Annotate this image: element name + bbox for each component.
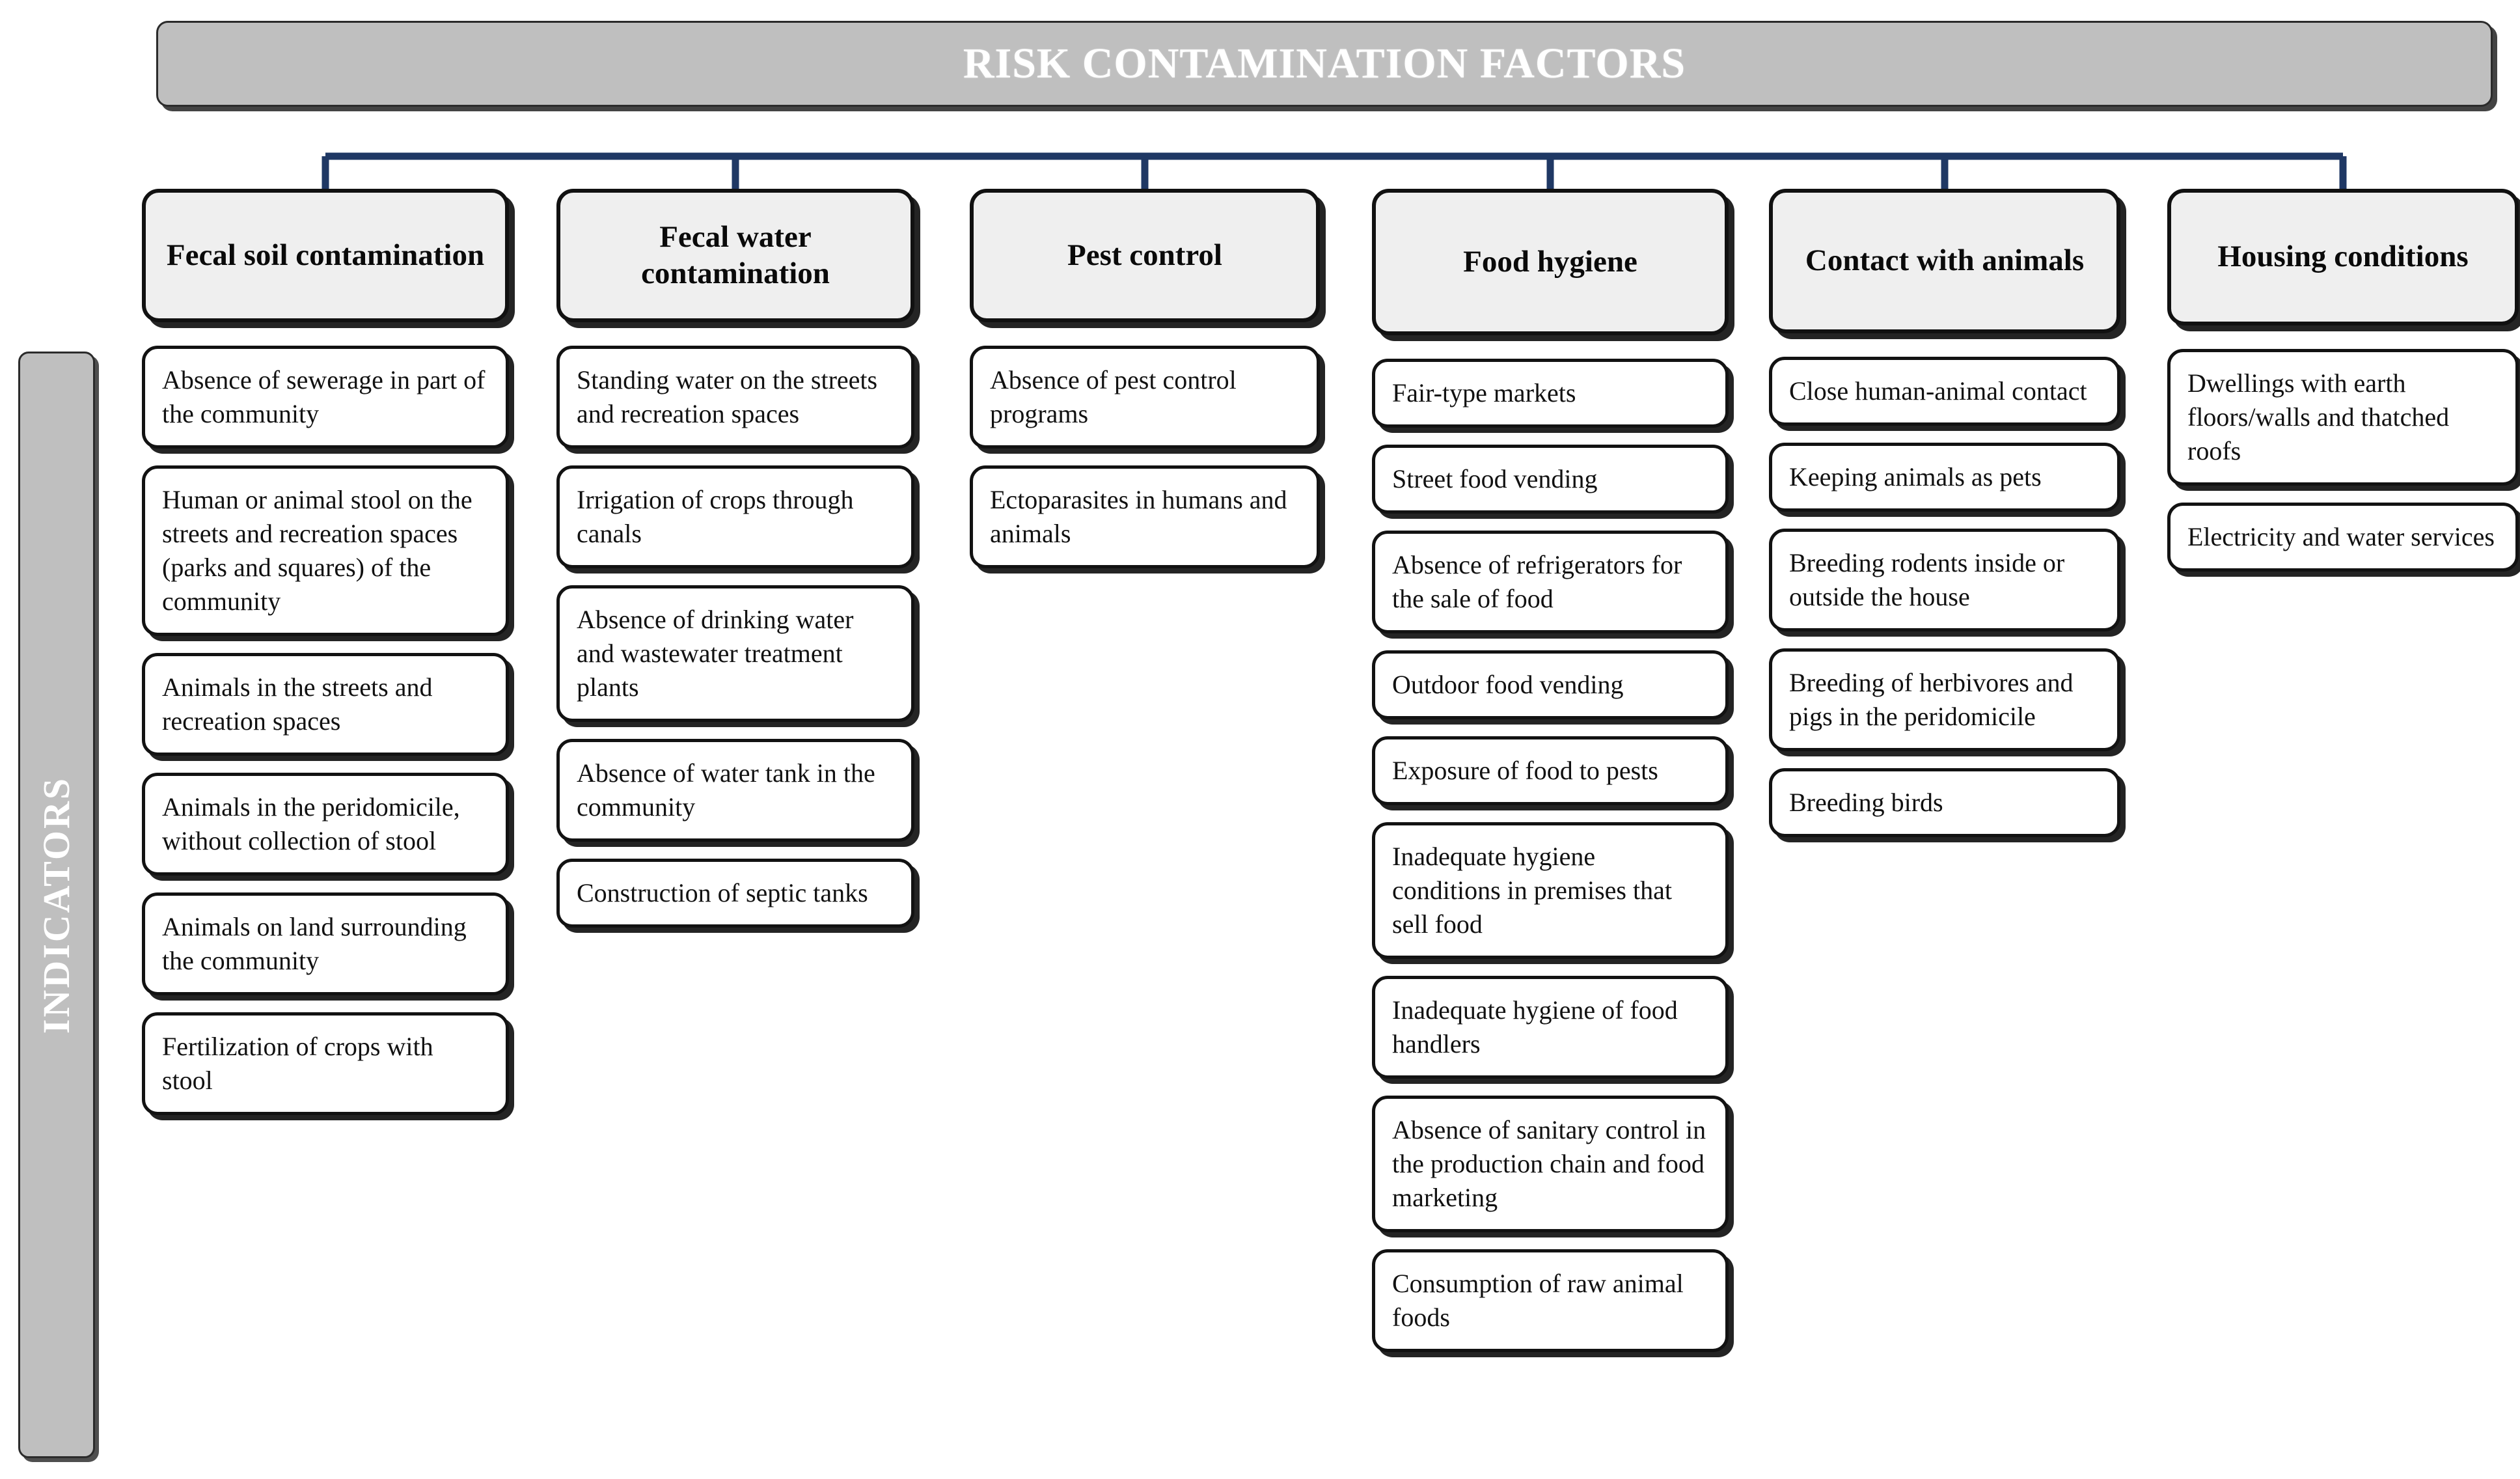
indicators-sidebar: INDICATORS [18, 352, 95, 1458]
item-list-housing-conditions: Dwellings with earth floors/walls and th… [2167, 349, 2519, 588]
list-item[interactable]: Absence of sanitary control in the produ… [1372, 1096, 1729, 1232]
list-item[interactable]: Human or animal stool on the streets and… [142, 465, 509, 636]
item-list-fecal-soil-contamination: Absence of sewerage in part of the commu… [142, 346, 509, 1132]
list-item[interactable]: Irrigation of crops through canals [556, 465, 914, 568]
column-fecal-soil-contamination: Fecal soil contamination Absence of sewe… [142, 189, 509, 1132]
list-item[interactable]: Outdoor food vending [1372, 650, 1729, 719]
category-header-housing-conditions[interactable]: Housing conditions [2167, 189, 2519, 325]
list-item[interactable]: Inadequate hygiene of food handlers [1372, 976, 1729, 1079]
list-item[interactable]: Inadequate hygiene conditions in premise… [1372, 822, 1729, 959]
list-item[interactable]: Construction of septic tanks [556, 859, 914, 928]
list-item[interactable]: Close human-animal contact [1769, 357, 2120, 426]
list-item[interactable]: Absence of water tank in the community [556, 739, 914, 842]
list-item[interactable]: Ectoparasites in humans and animals [970, 465, 1320, 568]
category-header-pest-control[interactable]: Pest control [970, 189, 1320, 322]
column-pest-control: Pest control Absence of pest control pro… [970, 189, 1320, 585]
risk-contamination-factors-banner: RISK CONTAMINATION FACTORS [156, 21, 2493, 107]
column-food-hygiene: Food hygiene Fair-type markets Street fo… [1372, 189, 1729, 1369]
list-item[interactable]: Consumption of raw animal foods [1372, 1249, 1729, 1352]
item-list-pest-control: Absence of pest control programs Ectopar… [970, 346, 1320, 585]
list-item[interactable]: Absence of pest control programs [970, 346, 1320, 449]
list-item[interactable]: Animals on land surrounding the communit… [142, 892, 509, 995]
list-item[interactable]: Absence of refrigerators for the sale of… [1372, 531, 1729, 633]
page-title: RISK CONTAMINATION FACTORS [963, 40, 1686, 87]
list-item[interactable]: Street food vending [1372, 445, 1729, 514]
list-item[interactable]: Fair-type markets [1372, 359, 1729, 428]
item-list-food-hygiene: Fair-type markets Street food vending Ab… [1372, 359, 1729, 1369]
item-list-contact-with-animals: Close human-animal contact Keeping anima… [1769, 357, 2120, 854]
list-item[interactable]: Animals in the streets and recreation sp… [142, 653, 509, 756]
column-contact-with-animals: Contact with animals Close human-animal … [1769, 189, 2120, 854]
list-item[interactable]: Dwellings with earth floors/walls and th… [2167, 349, 2519, 486]
list-item[interactable]: Exposure of food to pests [1372, 736, 1729, 805]
list-item[interactable]: Breeding of herbivores and pigs in the p… [1769, 648, 2120, 751]
list-item[interactable]: Breeding birds [1769, 768, 2120, 837]
category-header-fecal-water-contamination[interactable]: Fecal water contamination [556, 189, 914, 322]
list-item[interactable]: Electricity and water services [2167, 503, 2519, 572]
list-item[interactable]: Standing water on the streets and recrea… [556, 346, 914, 449]
list-item[interactable]: Animals in the peridomicile, without col… [142, 773, 509, 876]
list-item[interactable]: Absence of sewerage in part of the commu… [142, 346, 509, 449]
category-header-fecal-soil-contamination[interactable]: Fecal soil contamination [142, 189, 509, 322]
list-item[interactable]: Fertilization of crops with stool [142, 1012, 509, 1115]
category-header-food-hygiene[interactable]: Food hygiene [1372, 189, 1729, 335]
column-fecal-water-contamination: Fecal water contamination Standing water… [556, 189, 914, 945]
category-header-contact-with-animals[interactable]: Contact with animals [1769, 189, 2120, 333]
item-list-fecal-water-contamination: Standing water on the streets and recrea… [556, 346, 914, 945]
column-housing-conditions: Housing conditions Dwellings with earth … [2167, 189, 2519, 588]
list-item[interactable]: Keeping animals as pets [1769, 443, 2120, 512]
list-item[interactable]: Breeding rodents inside or outside the h… [1769, 529, 2120, 631]
list-item[interactable]: Absence of drinking water and wastewater… [556, 585, 914, 722]
